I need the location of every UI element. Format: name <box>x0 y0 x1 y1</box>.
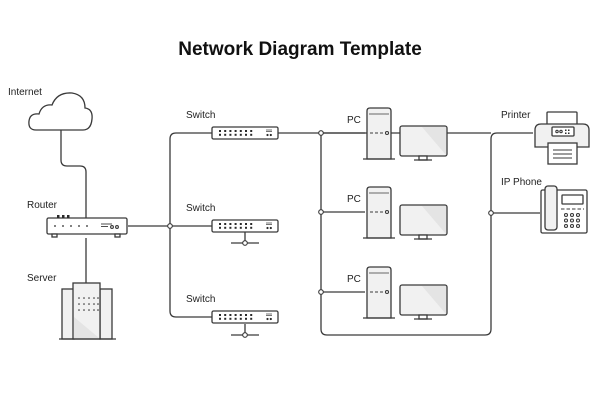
pc-tower-icon <box>363 107 395 160</box>
pc-label: PC <box>347 115 361 126</box>
link-internet-router <box>60 130 87 218</box>
monitor-icon <box>399 125 448 161</box>
ip-phone-icon <box>540 185 588 234</box>
diagram-title: Network Diagram Template <box>178 39 422 60</box>
switch-node[interactable]: Switch <box>186 294 279 324</box>
printer-icon <box>534 111 590 165</box>
monitor-icon <box>399 284 448 320</box>
pc-node[interactable]: PC <box>347 107 448 161</box>
pc-label: PC <box>347 194 361 205</box>
pc-tower-icon <box>363 266 395 319</box>
connections <box>60 130 540 336</box>
pc-node[interactable]: PC <box>347 266 448 320</box>
switch-icon <box>211 219 279 233</box>
pc-node[interactable]: PC <box>347 186 448 240</box>
switch-icon <box>211 126 279 140</box>
ip-phone-label: IP Phone <box>501 177 542 188</box>
pc-label: PC <box>347 274 361 285</box>
junction-dot <box>318 209 324 215</box>
junction-dot <box>318 130 324 136</box>
switch-bus <box>169 132 212 318</box>
printer-label: Printer <box>501 110 531 121</box>
junction-dot <box>488 210 494 216</box>
pc-bus <box>320 132 533 336</box>
keypad <box>563 212 581 229</box>
router-label: Router <box>27 200 58 211</box>
server-node[interactable]: Server <box>27 273 116 340</box>
router-node[interactable]: Router <box>27 200 128 238</box>
junction-dot <box>167 223 173 229</box>
pc-tower-icon <box>363 186 395 239</box>
pcs: PC PC PC <box>347 107 448 320</box>
switch-icon <box>211 310 279 324</box>
switch-label: Switch <box>186 203 215 214</box>
monitor-icon <box>399 204 448 240</box>
printer-node[interactable]: Printer <box>501 110 590 165</box>
junctions <box>167 130 494 338</box>
switch-node[interactable]: Switch <box>186 110 279 140</box>
server-icon <box>59 282 116 340</box>
ip-phone-node[interactable]: IP Phone <box>501 177 588 234</box>
junction-dot <box>242 240 248 246</box>
switch-label: Switch <box>186 294 215 305</box>
router-icon <box>46 215 128 238</box>
internet-label: Internet <box>8 87 42 98</box>
switch-label: Switch <box>186 110 215 121</box>
server-label: Server <box>27 273 57 284</box>
server-vents <box>78 297 99 311</box>
junction-dot <box>242 332 248 338</box>
cloud-icon <box>28 92 93 131</box>
junction-dot <box>318 289 324 295</box>
internet-node[interactable]: Internet <box>8 87 93 131</box>
switch-node[interactable]: Switch <box>186 203 279 233</box>
